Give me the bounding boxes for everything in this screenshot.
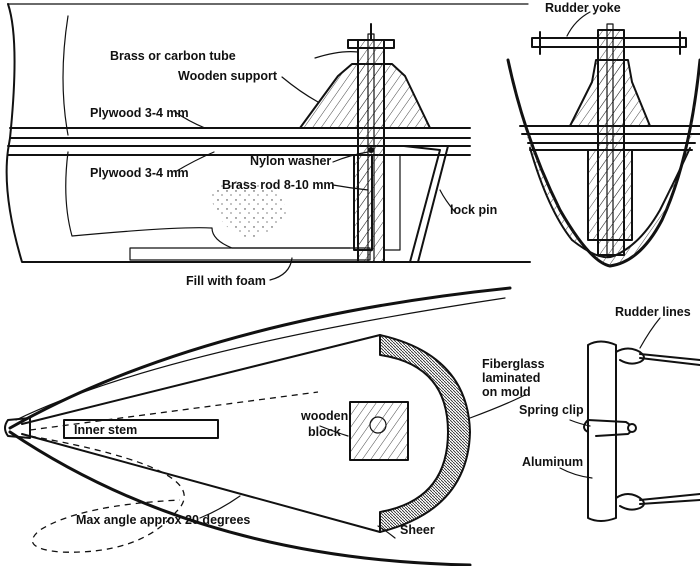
lock-pin [394, 145, 449, 263]
keel-strip [129, 247, 371, 261]
rudder-line-top [615, 347, 700, 366]
leaders-side [174, 51, 456, 281]
hull-outline [5, 3, 531, 263]
side-section-view: Brass or carbon tube Wooden support Plyw… [5, 3, 531, 288]
label-plywood-top: Plywood 3-4 mm [90, 106, 189, 120]
label-inner-stem: Inner stem [74, 423, 137, 437]
label-brass-rod: Brass rod 8-10 mm [222, 178, 335, 192]
label-fiberglass-2: laminated [482, 371, 540, 385]
label-sheer: Sheer [400, 523, 435, 537]
label-aluminum: Aluminum [522, 455, 583, 469]
plan-outer-upper [8, 286, 512, 430]
label-rudder-yoke: Rudder yoke [545, 1, 621, 15]
label-fill-foam: Fill with foam [186, 274, 266, 288]
foam-fill-area [210, 181, 286, 238]
stem-nose [4, 417, 31, 439]
plan-outer-lower [8, 430, 472, 566]
rudder-line-bottom [615, 493, 700, 511]
leaders-detail [559, 317, 661, 479]
wooden-block [349, 401, 409, 461]
label-fiberglass-1: Fiberglass [482, 357, 545, 371]
rudder-blade-side [353, 154, 373, 251]
end-rudder-blade [587, 149, 633, 241]
label-spring-clip: Spring clip [519, 403, 584, 417]
label-plywood-bottom: Plywood 3-4 mm [90, 166, 189, 180]
inner-stem [63, 419, 219, 439]
leaders-plan [199, 394, 526, 539]
label-rudder-lines: Rudder lines [615, 305, 691, 319]
plan-view: Inner stem wooden block Fiberglass lamin… [4, 286, 545, 566]
max-angle-line [29, 391, 319, 553]
end-section-view: Rudder yoke [506, 1, 700, 268]
spring-clip [583, 419, 637, 437]
label-lock-pin: lock pin [450, 203, 497, 217]
inner-wedge-upper [21, 334, 381, 425]
rudder-yoke-bar [531, 37, 687, 48]
label-nylon-washer: Nylon washer [250, 154, 331, 168]
label-wooden-block-1: wooden [300, 409, 348, 423]
label-fiberglass-3: on mold [482, 385, 531, 399]
transom-inner [62, 15, 351, 249]
label-brass-tube: Brass or carbon tube [110, 49, 236, 63]
aluminum-tube [587, 340, 617, 522]
label-max-angle: Max angle approx 20 degrees [76, 513, 250, 527]
nylon-washer [368, 147, 374, 153]
label-wooden-block-2: block [308, 425, 341, 439]
plywood-deck-top [9, 127, 471, 139]
plywood-deck-bottom [7, 145, 471, 156]
aluminum-detail: Rudder lines Spring clip Aluminum [519, 305, 700, 522]
inner-wedge-lower [21, 433, 381, 533]
fiberglass-hood [379, 334, 471, 533]
label-wooden-support: Wooden support [178, 69, 278, 83]
